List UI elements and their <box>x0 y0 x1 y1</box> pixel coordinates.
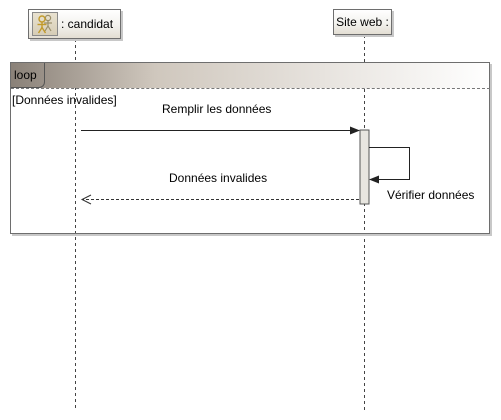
activation-bar <box>359 129 370 205</box>
loop-fragment <box>10 62 490 234</box>
loop-operand-divider <box>11 88 490 89</box>
message-verifier-label: Vérifier données <box>387 188 475 202</box>
lifeline-candidat-label: : candidat <box>61 17 114 31</box>
message-invalides-arrowhead <box>80 194 92 205</box>
message-invalides-label: Données invalides <box>169 171 268 185</box>
actor-icon <box>32 12 58 36</box>
lifeline-site-head[interactable]: Site web : <box>333 9 392 35</box>
lifeline-candidat-head[interactable]: : candidat <box>28 9 121 39</box>
lifeline-site-label: Site web : <box>336 15 389 29</box>
loop-header-bar <box>11 63 490 88</box>
loop-operator-label: loop <box>11 63 45 88</box>
message-remplir-label: Remplir les données <box>162 102 272 116</box>
loop-guard: [Données invalides] <box>12 93 117 107</box>
message-verifier-arrow <box>369 147 410 184</box>
